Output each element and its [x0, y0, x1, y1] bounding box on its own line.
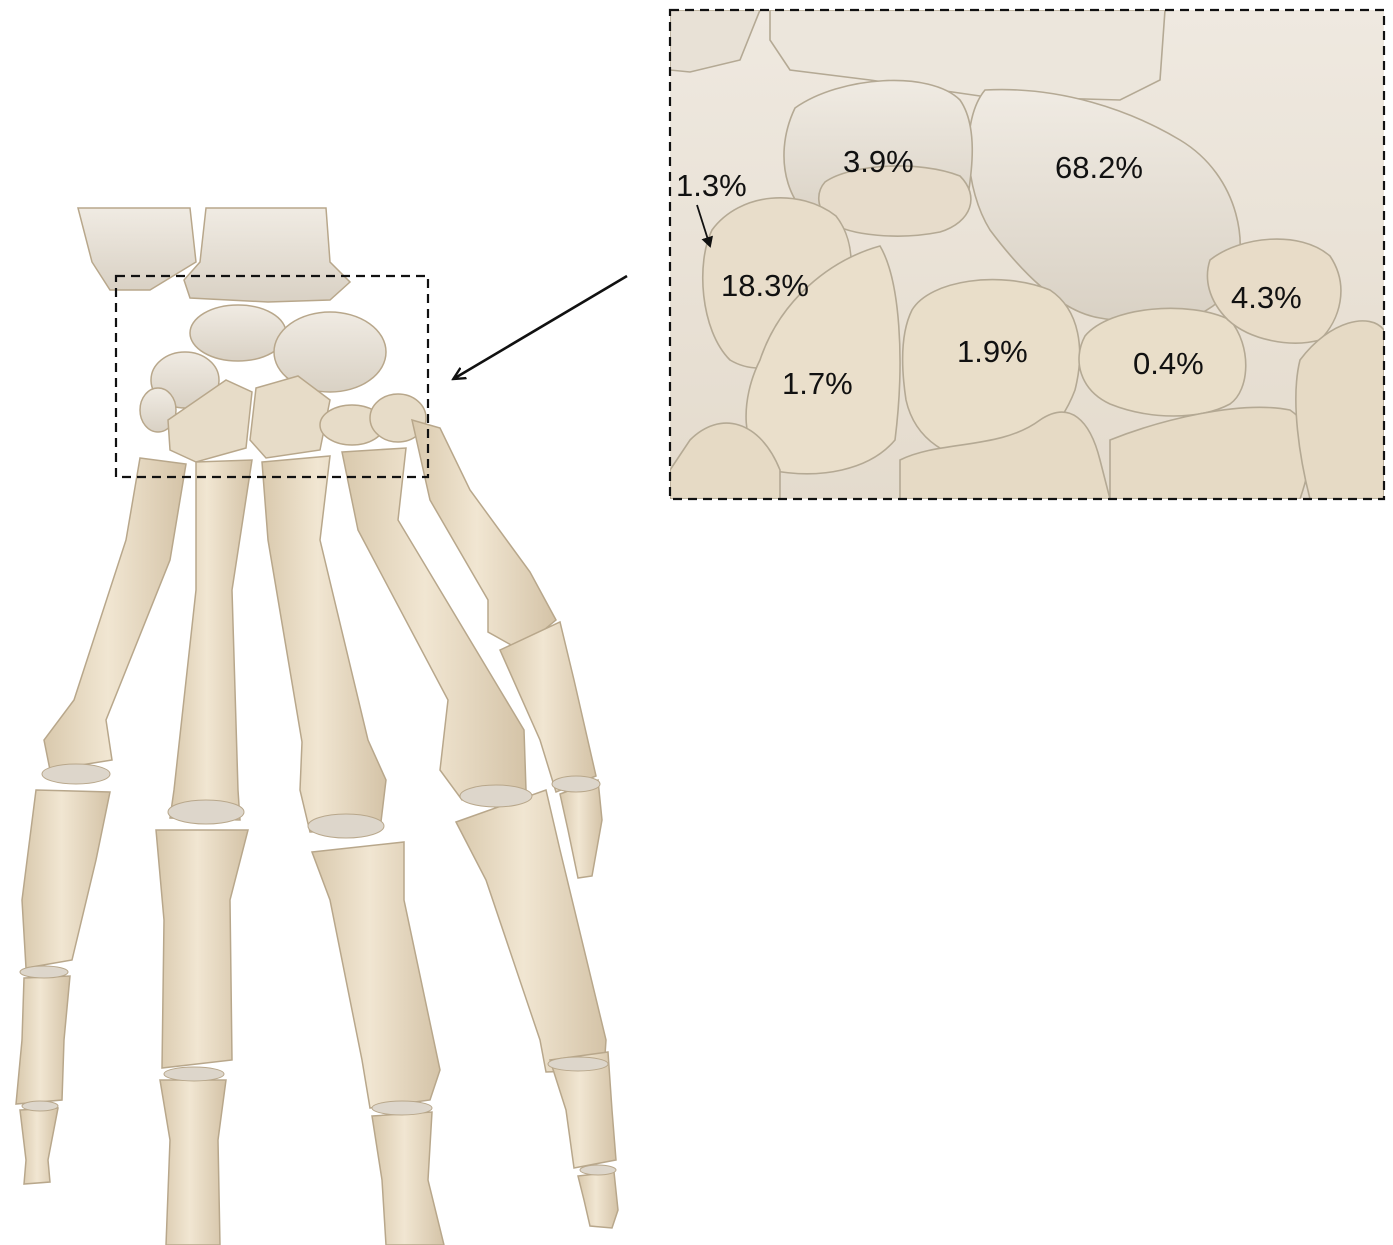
label-trapezium-percent: 4.3% — [1231, 282, 1302, 313]
forearm-bones — [78, 208, 350, 302]
phalanx-3-middle — [372, 1112, 444, 1245]
label-trapezoid-percent: 0.4% — [1133, 348, 1204, 379]
metacarpal-4 — [170, 460, 252, 820]
pointer-arrow — [455, 276, 627, 378]
label-scaphoid-percent: 68.2% — [1055, 152, 1143, 183]
zoom-inset — [670, 10, 1384, 499]
ulna-bone — [78, 208, 196, 290]
metacarpals — [44, 420, 556, 832]
hand-skeleton — [16, 208, 618, 1245]
label-pisiform-percent: 1.3% — [676, 170, 747, 201]
phalanx-4-middle — [160, 1080, 226, 1245]
phalanx-3-proximal — [312, 842, 440, 1108]
label-triquetrum-percent: 18.3% — [721, 270, 809, 301]
phalanx-5-proximal — [22, 790, 110, 968]
label-capitate-percent: 1.9% — [957, 336, 1028, 367]
carpal-bones — [140, 305, 426, 462]
radius-bone — [184, 208, 350, 302]
phalanx-4-proximal — [156, 830, 248, 1068]
phalanx-5-middle — [16, 976, 70, 1104]
phalanx-1-distal — [560, 780, 602, 878]
label-hamate-percent: 1.7% — [782, 368, 853, 399]
phalanx-5-distal — [20, 1108, 58, 1184]
phalanx-2-distal — [578, 1172, 618, 1228]
label-lunate-percent: 3.9% — [843, 146, 914, 177]
carpal-lunate — [190, 305, 286, 361]
metacarpal-5 — [44, 458, 186, 770]
